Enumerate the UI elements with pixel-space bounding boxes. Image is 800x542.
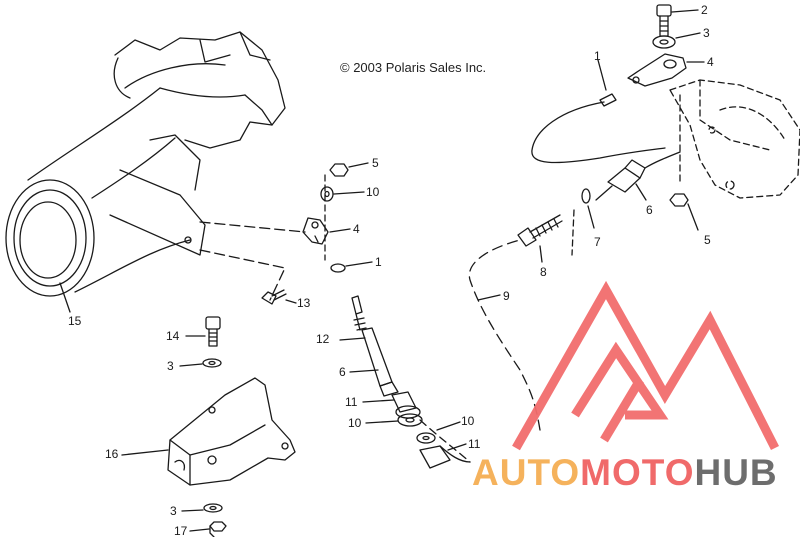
callout-15: 15: [68, 314, 82, 328]
callout-5-center: 5: [372, 156, 379, 170]
washer-3-right: [652, 35, 676, 49]
leader-line: [539, 245, 543, 263]
callout-10-right: 10: [461, 414, 475, 428]
cable-housing-6-center: [361, 327, 399, 397]
leader-line: [339, 337, 366, 341]
callout-3-right: 3: [703, 26, 710, 40]
cable-1-right: [531, 93, 666, 164]
copyright-notice: © 2003 Polaris Sales Inc.: [340, 60, 487, 75]
callout-5-right: 5: [704, 233, 711, 247]
washer-7: [581, 188, 591, 204]
bolt-2: [656, 4, 672, 37]
leader-line: [329, 228, 351, 233]
callout-1-center: 1: [375, 255, 382, 269]
callout-11-right: 11: [468, 437, 481, 451]
clevis-4-center: [302, 217, 329, 245]
callout-7: 7: [594, 235, 601, 249]
washer-10-right: [416, 432, 436, 444]
bracket-16: [167, 377, 296, 486]
dashed-guide: [419, 419, 471, 463]
leader-line: [436, 421, 461, 431]
brand-part-hub: HUB: [694, 452, 778, 493]
callout-17: 17: [174, 524, 188, 537]
clevis-4-right: [627, 53, 687, 87]
cable-housing-6-right: [595, 151, 681, 201]
washer-3-upper: [202, 358, 222, 368]
nut-17: [209, 521, 227, 538]
callout-9: 9: [503, 289, 510, 303]
callout-13: 13: [297, 296, 311, 310]
leader-line: [349, 369, 379, 373]
leader-line: [635, 183, 647, 201]
brake-caliper-dashed: [669, 79, 800, 199]
callout-14: 14: [166, 329, 180, 343]
callout-8: 8: [540, 265, 547, 279]
callout-4-right: 4: [707, 55, 714, 69]
leader-line: [189, 528, 210, 532]
callout-labels: 1 2 3 4 5 10 4 1 6 7 5 8 9 13 15 14 12 3…: [68, 3, 714, 538]
dashed-guide: [199, 249, 286, 301]
fitting-11-right: [419, 445, 471, 469]
leader-line: [687, 203, 699, 231]
nut-5-center: [329, 163, 349, 177]
leader-line: [362, 399, 395, 403]
adjuster-8: [517, 214, 563, 247]
callout-3-lower: 3: [170, 504, 177, 518]
bolt-14: [205, 316, 221, 347]
callout-2: 2: [701, 3, 708, 17]
leader-line: [345, 261, 373, 267]
dashed-guide: [199, 221, 306, 233]
callout-3-upper: 3: [167, 359, 174, 373]
pin-1-center: [330, 263, 346, 273]
leader-line: [597, 59, 607, 91]
leader-line: [477, 294, 501, 301]
leader-line: [447, 443, 467, 451]
callout-16: 16: [105, 447, 119, 461]
leader-line: [181, 509, 204, 512]
leader-line: [59, 282, 71, 313]
callout-4-center: 4: [353, 222, 360, 236]
washer-3-lower: [203, 503, 223, 513]
cable-9-dashed: [468, 239, 541, 431]
leader-line: [587, 205, 595, 229]
dashed-guide: [571, 209, 575, 256]
callout-6-right: 6: [646, 203, 653, 217]
brand-wordmark: AUTOMOTOHUB: [472, 452, 778, 494]
washer-10-lower: [397, 413, 423, 427]
nut-5-right: [669, 193, 689, 207]
callout-1-right: 1: [594, 49, 601, 63]
leader-line: [285, 299, 297, 304]
callout-10-lower: 10: [348, 416, 362, 430]
cable-end-12: [351, 295, 367, 331]
brand-part-moto: MOTO: [580, 452, 695, 493]
callout-11-center: 11: [345, 395, 358, 409]
callout-12: 12: [316, 332, 330, 346]
leader-line: [179, 363, 203, 367]
leader-line: [671, 9, 699, 13]
washer-10-center: [320, 186, 334, 202]
brand-logo-mark: [512, 280, 780, 451]
axle-housing: [5, 31, 286, 297]
callout-10-center: 10: [366, 185, 380, 199]
bolt-13: [261, 289, 287, 305]
leader-line: [121, 449, 169, 456]
leader-line: [675, 32, 701, 39]
callout-6-center: 6: [339, 365, 346, 379]
leader-line: [365, 420, 399, 424]
leader-line: [333, 191, 365, 195]
brand-part-auto: AUTO: [472, 452, 581, 493]
leader-line: [348, 162, 369, 168]
